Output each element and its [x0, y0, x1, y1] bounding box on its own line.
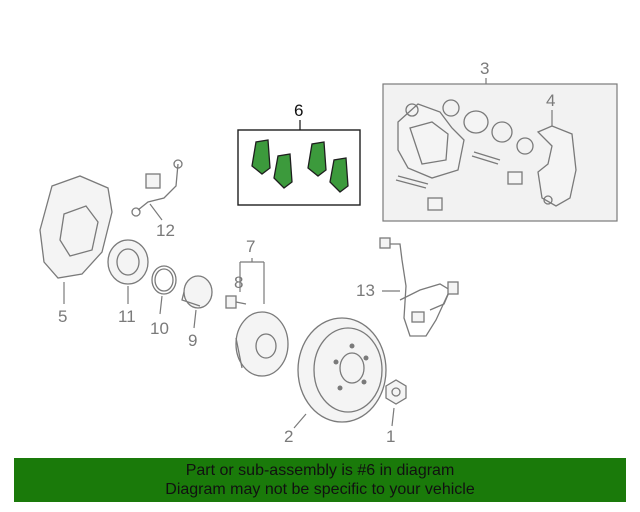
callout-10: 10: [150, 319, 169, 338]
callout-8: 8: [234, 273, 243, 292]
disc-rotor[interactable]: [297, 317, 387, 423]
callout-12: 12: [156, 221, 175, 240]
caliper-bracket[interactable]: [536, 125, 577, 207]
banner-line-disclaimer: Diagram may not be specific to your vehi…: [165, 481, 475, 498]
dust-shield[interactable]: [39, 175, 113, 279]
wheel-hub[interactable]: [235, 311, 289, 377]
callout-11: 11: [118, 307, 136, 326]
snap-ring[interactable]: [151, 265, 177, 295]
wheel-bearing[interactable]: [107, 239, 149, 285]
brake-pad-set[interactable]: [237, 129, 361, 206]
fitment-notice-banner: Part or sub-assembly is #6 in diagram Di…: [14, 458, 626, 502]
callout-13: 13: [356, 281, 375, 300]
callout-2: 2: [284, 427, 293, 446]
hub-seal[interactable]: [181, 275, 213, 309]
callout-7: 7: [246, 237, 255, 256]
banner-line-part: Part or sub-assembly is #6 in diagram: [185, 462, 455, 479]
callout-9: 9: [188, 331, 197, 350]
abs-speed-sensor[interactable]: [379, 237, 459, 337]
callout-3: 3: [480, 59, 489, 78]
callout-1: 1: [386, 427, 395, 446]
callout-6: 6: [294, 101, 303, 120]
callout-4: 4: [546, 91, 555, 110]
exploded-parts-diagram: 3 4 6 12 5 11 10: [39, 59, 618, 446]
hub-nut[interactable]: [385, 379, 407, 405]
caliper-assembly[interactable]: [382, 83, 618, 222]
hub-bolt[interactable]: [225, 295, 247, 309]
callout-5: 5: [58, 307, 67, 326]
brake-hose[interactable]: [131, 159, 183, 217]
